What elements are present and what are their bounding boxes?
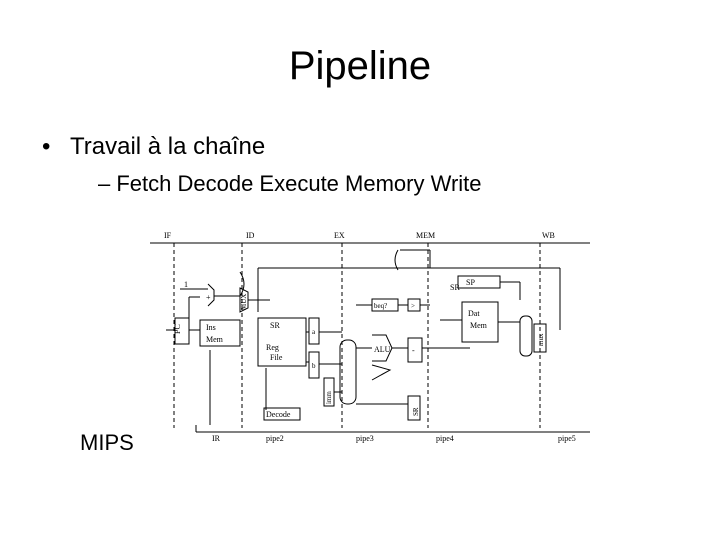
pipe-label-3: pipe3	[356, 434, 374, 443]
decode-box	[263, 407, 301, 421]
stage-label-ex: EX	[334, 231, 345, 240]
stage-label-id: ID	[246, 231, 255, 240]
reg-file-label-2: File	[270, 353, 283, 362]
sr-left-label: SR	[270, 321, 280, 330]
a-label: a	[312, 328, 316, 336]
b-latch	[308, 351, 320, 379]
beq-label: beq?	[374, 302, 387, 310]
stage-label-mem: MEM	[416, 231, 435, 240]
dat-mem-label-1: Dat	[468, 309, 480, 318]
sr-mem-label: SR	[450, 283, 460, 292]
main-bullet-text: Travail à la chaîne	[70, 133, 266, 160]
reg-file-label-1: Reg	[266, 343, 279, 352]
alu-label: ALU	[374, 345, 391, 354]
stage-label-wb: WB	[542, 231, 555, 240]
sp-label: SP	[466, 278, 475, 287]
pc-register	[174, 317, 190, 345]
sr-ex-latch	[407, 395, 421, 421]
alu-dash-label: -	[412, 346, 415, 355]
sp-box	[457, 275, 501, 289]
imm-label: imm	[325, 391, 333, 404]
bullet-dot: •	[42, 133, 51, 160]
adder-plus-label: +	[206, 293, 211, 302]
pipe-label-5: pipe5	[558, 434, 576, 443]
sub-bullet: – Fetch Decode Execute Memory Write	[98, 171, 482, 196]
pipe-label-4: pipe4	[436, 434, 454, 443]
loop-if	[239, 271, 245, 297]
const-one-label: 1	[184, 280, 188, 289]
dat-mem-label-2: Mem	[470, 321, 488, 330]
alu-shape-lower	[371, 364, 392, 381]
slide-title: Pipeline	[288, 44, 432, 88]
b-label: b	[312, 362, 316, 370]
pipe-label-2: pipe2	[266, 434, 284, 443]
mips-caption: MIPS	[80, 430, 134, 455]
if-mux-shape	[239, 287, 249, 313]
alu-latch	[407, 337, 423, 363]
sr-ex-label: SR	[412, 407, 420, 416]
ex-mux-shape	[339, 339, 357, 405]
pc-label: PC	[173, 324, 182, 334]
loop-mem	[394, 249, 399, 271]
decode-label: Decode	[266, 410, 291, 419]
stage-label-if: IF	[164, 231, 172, 240]
ins-mem-label-2: Mem	[206, 335, 224, 344]
ins-mem-label-1: Ins	[206, 323, 216, 332]
if-mux-label: MUX	[240, 294, 248, 310]
wb-mux-box	[533, 323, 547, 353]
gt-label: >	[411, 302, 415, 310]
wb-mux-label: mux	[537, 333, 545, 346]
main-bullet: • Travail à la chaîne	[42, 130, 265, 164]
adder-shape	[207, 283, 215, 307]
a-latch	[308, 317, 320, 345]
reg-file-box	[257, 317, 307, 367]
wb-mux-shape	[519, 315, 533, 357]
pipe-label-ir: IR	[212, 434, 221, 443]
ins-mem-box	[199, 319, 241, 347]
